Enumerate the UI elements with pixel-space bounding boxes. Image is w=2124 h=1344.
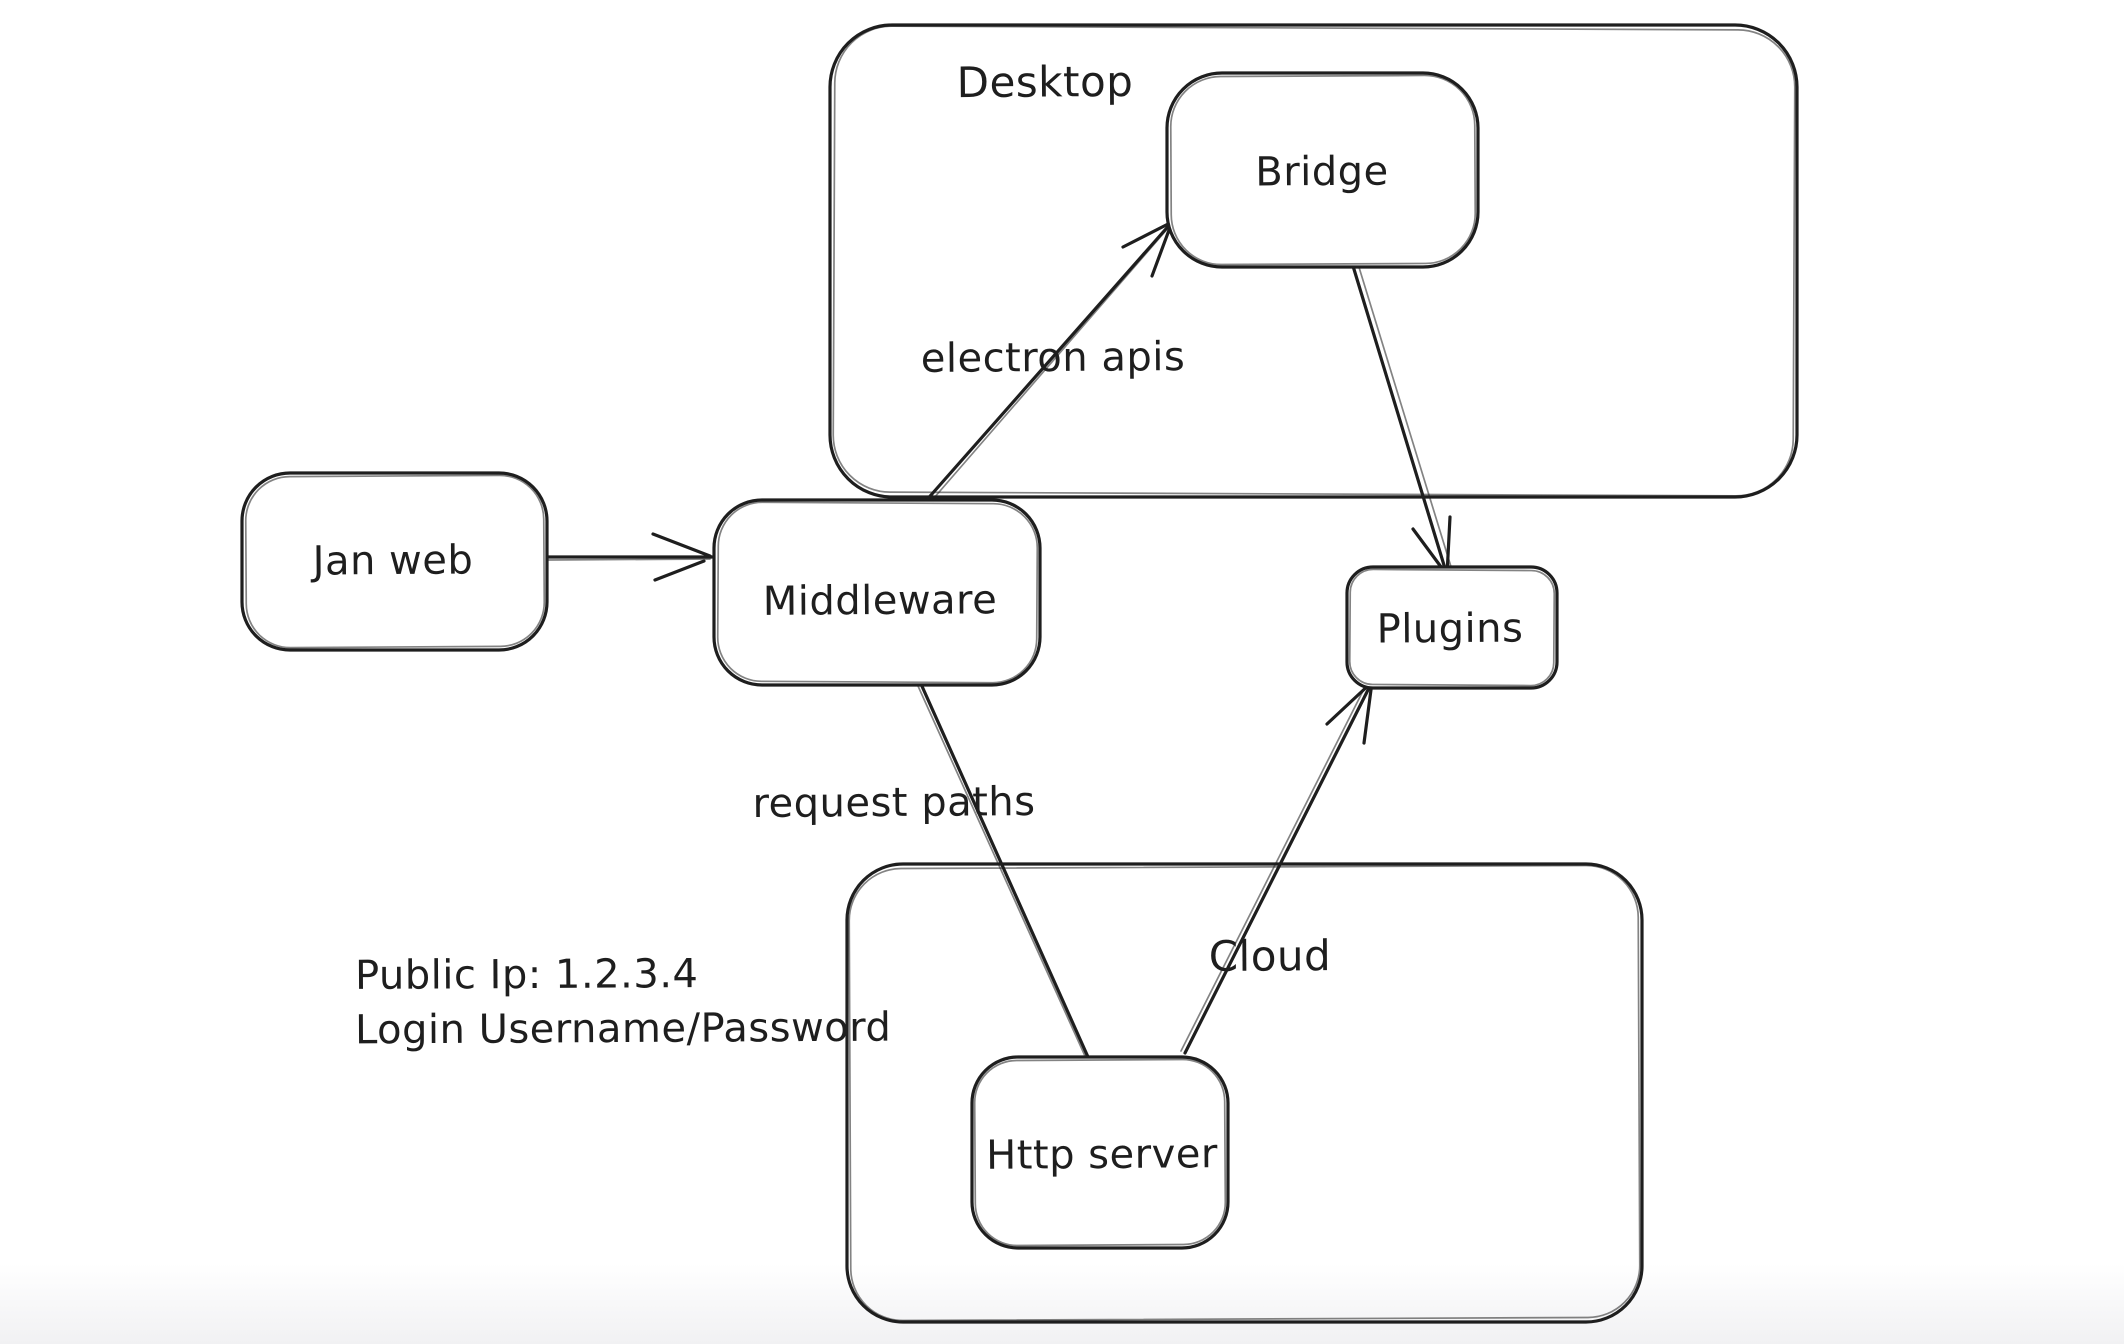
node-middleware-label: Middleware	[762, 577, 998, 625]
edge-label-request-paths: request paths	[752, 779, 1036, 827]
node-plugins-shape[interactable]	[1345, 565, 1559, 690]
node-plugins-label: Plugins	[1376, 605, 1524, 653]
desktop-container-shape[interactable]	[828, 23, 1799, 499]
edge-label-electron-apis: electron apis	[920, 334, 1186, 382]
node-jan-web-shape[interactable]	[240, 471, 549, 652]
edge-httpserver-plugins[interactable]	[1180, 680, 1374, 1055]
cloud-container-label: Cloud	[1208, 931, 1332, 981]
node-jan-web-label: Jan web	[312, 537, 474, 585]
node-http-server-label: Http server	[986, 1131, 1218, 1179]
annotation-public-ip: Public Ip: 1.2.3.4	[354, 951, 699, 999]
cloud-container-shape[interactable]	[845, 862, 1644, 1324]
edge-janweb-middleware[interactable]	[543, 532, 714, 582]
node-middleware-shape[interactable]	[712, 498, 1042, 687]
node-http-server-shape[interactable]	[970, 1055, 1230, 1250]
annotation-login: Login Username/Password	[354, 1004, 892, 1054]
edge-bridge-plugins[interactable]	[1351, 263, 1453, 577]
node-bridge-shape[interactable]	[1165, 71, 1480, 269]
edge-middleware-httpserver[interactable]	[917, 682, 1090, 1059]
node-bridge-label: Bridge	[1255, 148, 1389, 196]
desktop-container-label: Desktop	[956, 56, 1134, 108]
